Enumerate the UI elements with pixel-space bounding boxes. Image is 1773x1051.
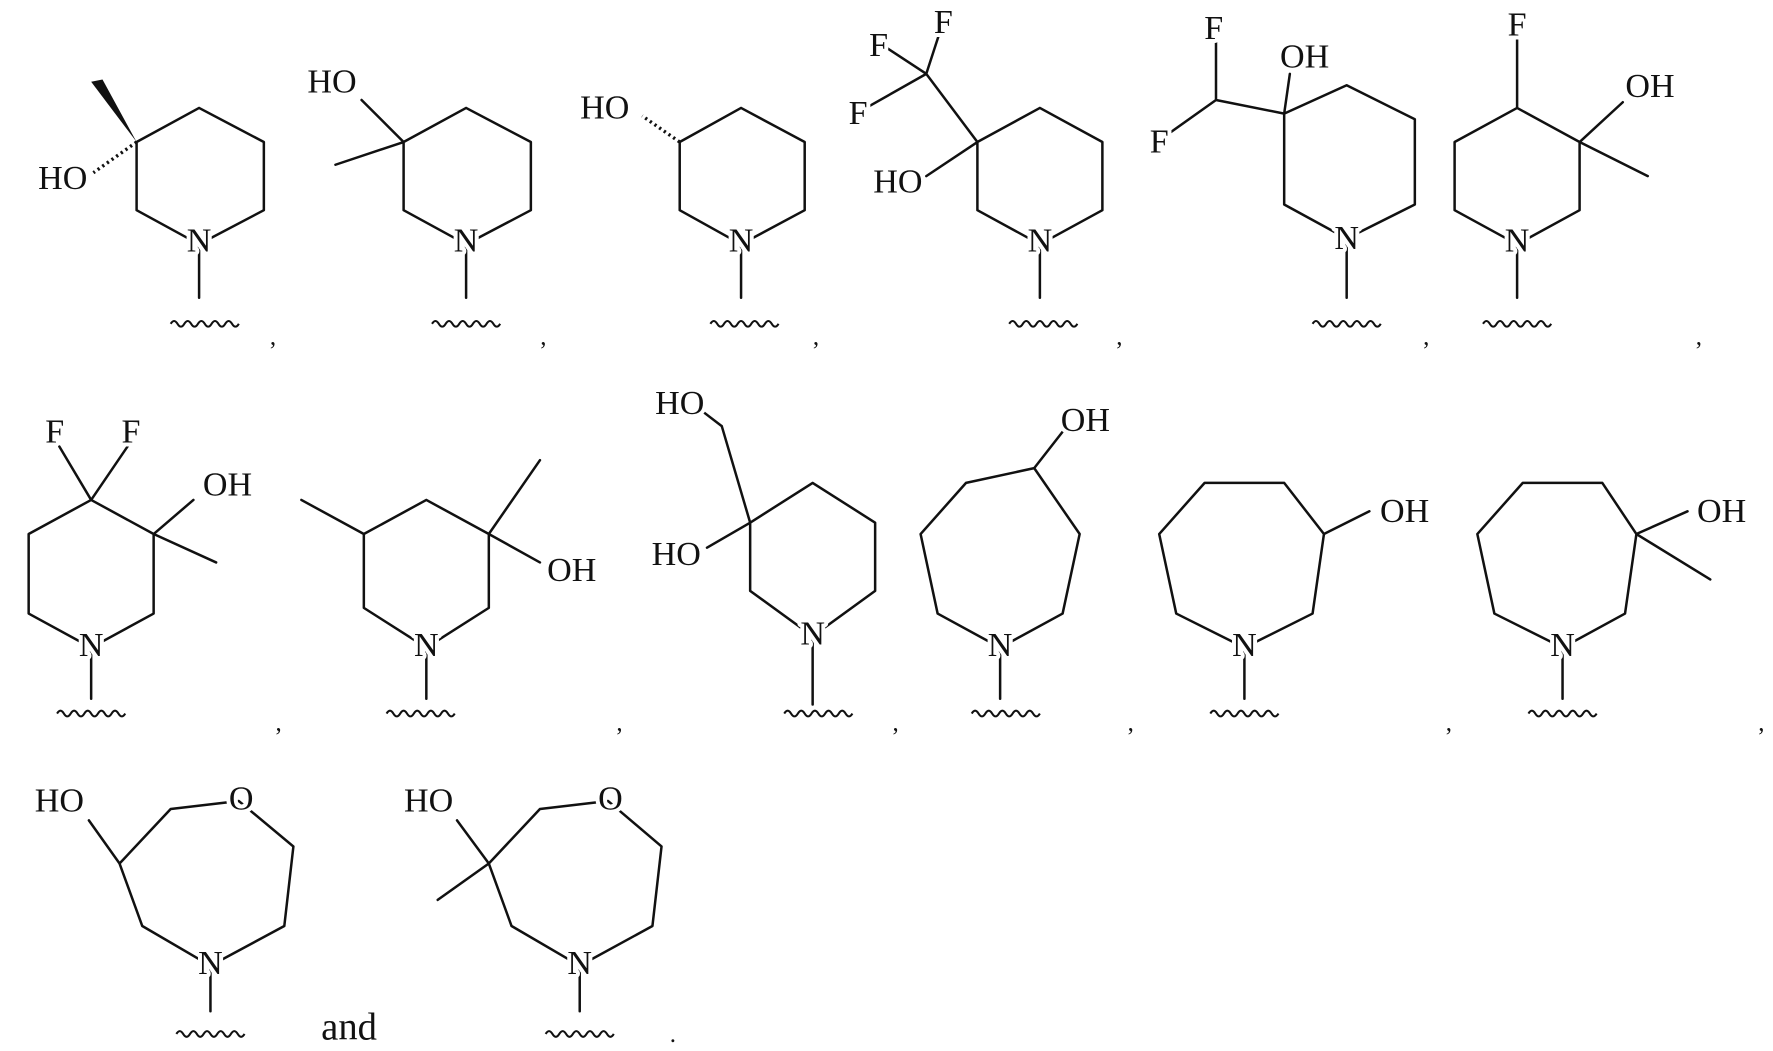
- label: OH: [547, 552, 596, 589]
- molecule-6: F OH N ,: [1455, 6, 1702, 350]
- label: HO: [404, 783, 453, 820]
- ring-bonds: [1455, 40, 1648, 298]
- separator: ,: [1696, 323, 1702, 350]
- label: N: [1550, 627, 1575, 664]
- label: OH: [1697, 493, 1746, 530]
- label: N: [1334, 220, 1359, 257]
- separator: ,: [1758, 710, 1764, 737]
- label: OH: [1625, 68, 1674, 105]
- wavy-bond-icon: [1528, 711, 1596, 717]
- ring-bonds: [1159, 483, 1369, 699]
- molecule-7: F F OH N ,: [29, 413, 282, 736]
- label: N: [988, 627, 1013, 664]
- label: HO: [655, 385, 704, 422]
- separator: ,: [275, 710, 281, 737]
- molecule-13: HO O N and: [35, 780, 377, 1048]
- wavy-bond-icon: [710, 321, 778, 327]
- ring-bonds: [1477, 483, 1710, 699]
- conjunction-and: and: [321, 1007, 377, 1049]
- label: N: [454, 222, 479, 259]
- molecule-12: OH N ,: [1477, 483, 1764, 737]
- label: OH: [1280, 38, 1329, 75]
- wavy-bond-icon: [387, 711, 455, 717]
- separator: ,: [1116, 323, 1122, 350]
- wedge-bond: [91, 80, 136, 142]
- separator: ,: [892, 710, 898, 737]
- ring-bonds: [702, 411, 875, 704]
- wavy-bond-icon: [972, 711, 1040, 717]
- wavy-bond-icon: [176, 1031, 244, 1037]
- wavy-bond-icon: [57, 711, 125, 717]
- label: F: [934, 4, 953, 41]
- label: HO: [580, 89, 629, 126]
- label: N: [79, 627, 104, 664]
- ring-bonds: [1165, 40, 1415, 298]
- label: O: [229, 780, 254, 817]
- separator: ,: [1423, 323, 1429, 350]
- separator: ,: [616, 710, 622, 737]
- separator: ,: [1446, 710, 1452, 737]
- label: F: [849, 95, 868, 132]
- label: O: [598, 780, 623, 817]
- label: N: [1232, 627, 1257, 664]
- label: N: [729, 222, 754, 259]
- separator: .: [670, 1021, 676, 1048]
- label: N: [1028, 222, 1053, 259]
- wavy-bond-icon: [432, 321, 500, 327]
- label: N: [187, 222, 212, 259]
- separator: ,: [540, 323, 546, 350]
- label: OH: [203, 467, 252, 504]
- separator: ,: [270, 323, 276, 350]
- label: HO: [35, 783, 84, 820]
- ring-bonds: [438, 801, 662, 1011]
- label: N: [800, 616, 825, 653]
- hashed-bond: [93, 142, 136, 173]
- separator: ,: [813, 323, 819, 350]
- label: HO: [652, 536, 701, 573]
- label: F: [121, 413, 140, 450]
- label: N: [414, 627, 439, 664]
- wavy-bond-icon: [171, 321, 239, 327]
- label: F: [869, 27, 888, 64]
- molecule-1: HO N ,: [38, 80, 276, 351]
- ring-bonds: [137, 108, 264, 298]
- molecule-3: HO N ,: [580, 89, 819, 350]
- label: HO: [38, 160, 87, 197]
- wavy-bond-icon: [1483, 321, 1551, 327]
- wavy-bond-icon: [1210, 711, 1278, 717]
- molecule-8: OH N ,: [301, 460, 622, 736]
- ring-bonds: [680, 108, 805, 298]
- label: OH: [1380, 493, 1429, 530]
- label: F: [1204, 10, 1223, 47]
- label: F: [45, 413, 64, 450]
- molecule-9: HO HO N ,: [652, 385, 899, 737]
- molecule-5: F F OH N ,: [1150, 10, 1430, 350]
- molecule-14: HO O N .: [404, 780, 676, 1048]
- label: N: [567, 945, 592, 982]
- wavy-bond-icon: [1009, 321, 1077, 327]
- ring-bonds: [335, 100, 530, 298]
- label: HO: [307, 63, 356, 100]
- molecule-10: OH N ,: [921, 402, 1134, 737]
- wavy-bond-icon: [784, 711, 852, 717]
- label: HO: [873, 163, 922, 200]
- wavy-bond-icon: [1313, 321, 1381, 327]
- hashed-bond: [642, 116, 679, 142]
- molecule-11: OH N ,: [1159, 483, 1452, 737]
- label: F: [1150, 124, 1169, 161]
- label: N: [1505, 222, 1530, 259]
- label: OH: [1061, 402, 1110, 439]
- separator: ,: [1128, 710, 1134, 737]
- molecule-2: HO N ,: [307, 63, 546, 350]
- ring-bonds: [29, 447, 216, 699]
- ring-bonds: [89, 801, 294, 1011]
- label: N: [198, 945, 223, 982]
- label: F: [1508, 6, 1527, 43]
- molecule-4: F F F HO N ,: [849, 4, 1123, 350]
- wavy-bond-icon: [546, 1031, 614, 1037]
